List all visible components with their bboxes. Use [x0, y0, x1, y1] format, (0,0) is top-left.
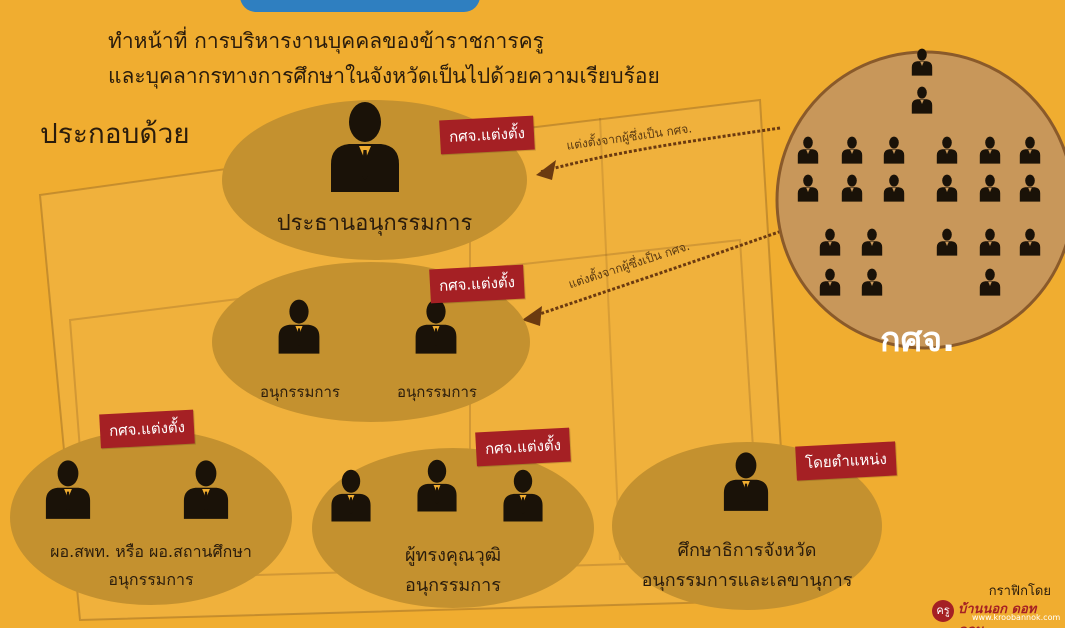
- council-person-icon: [936, 136, 958, 164]
- council-person-icon: [841, 174, 863, 202]
- directors-label-line1: ผอ.สพท. หรือ ผอ.สถานศึกษา: [50, 542, 252, 561]
- person-icon-committee-1: [278, 299, 320, 354]
- council-person-icon: [861, 268, 883, 296]
- council-person-icon: [841, 136, 863, 164]
- subtitle-composed-of: ประกอบด้วย: [40, 117, 190, 150]
- person-icon-director-1: [45, 460, 91, 519]
- header-line-1: ทำหน้าที่ การบริหารงานบุคคลของข้าราชการค…: [108, 29, 544, 53]
- council-person-icon: [936, 228, 958, 256]
- person-icon-director-2: [183, 460, 229, 519]
- council-person-icon: [1019, 136, 1041, 164]
- council-person-icon: [936, 174, 958, 202]
- council-person-icon: [819, 228, 841, 256]
- official-label-line2: อนุกรรมการและเลขานุการ: [641, 570, 853, 591]
- council-person-icon: [797, 136, 819, 164]
- directors-label-line2: อนุกรรมการ: [108, 570, 194, 589]
- council-person-icon: [861, 228, 883, 256]
- person-icon-expert-1: [331, 469, 371, 522]
- council-person-icon: [979, 268, 1001, 296]
- experts-label-line2: อนุกรรมการ: [405, 575, 501, 596]
- logo-url: www.kroobannok.com: [972, 613, 1061, 622]
- experts-label-line1: ผู้ทรงคุณวุฒิ: [405, 545, 501, 566]
- council-person-icon: [911, 48, 933, 76]
- council-person-icon: [1019, 174, 1041, 202]
- top-banner-strip: [240, 0, 480, 12]
- committee-label-right: อนุกรรมการ: [397, 383, 477, 401]
- council-person-icon: [883, 174, 905, 202]
- council-person-icon: [979, 136, 1001, 164]
- person-icon-expert-3: [503, 469, 543, 522]
- header-line-2: และบุคลากรทางการศึกษาในจังหวัดเป็นไปด้วย…: [108, 64, 660, 88]
- council-person-icon: [979, 174, 1001, 202]
- experts-ellipse: [312, 448, 594, 608]
- chair-label: ประธานอนุกรรมการ: [276, 211, 473, 236]
- council-person-icon: [911, 86, 933, 114]
- council-label: กศจ.: [880, 320, 956, 360]
- official-label-line1: ศึกษาธิการจังหวัด: [677, 540, 817, 561]
- logo-text: บ้านนอก ดอทคอม: [958, 602, 1037, 628]
- person-icon-official: [723, 452, 769, 511]
- council-person-icon: [819, 268, 841, 296]
- person-icon-expert-2: [417, 459, 457, 512]
- arrow-middle: [527, 226, 791, 320]
- committee-label-left: อนุกรรมการ: [260, 383, 340, 401]
- site-logo[interactable]: ครู บ้านนอก ดอทคอม www.kroobannok.com: [932, 598, 1061, 628]
- credit-text: กราฟิกโดย: [988, 584, 1051, 599]
- council-person-icon: [979, 228, 1001, 256]
- council-person-icon: [797, 174, 819, 202]
- council-person-icon: [1019, 228, 1041, 256]
- arrow-top: [539, 126, 781, 174]
- person-icon-chair: [331, 102, 399, 192]
- council-person-icon: [883, 136, 905, 164]
- person-icon-committee-2: [415, 299, 457, 354]
- logo-mark-icon: ครู: [932, 600, 954, 622]
